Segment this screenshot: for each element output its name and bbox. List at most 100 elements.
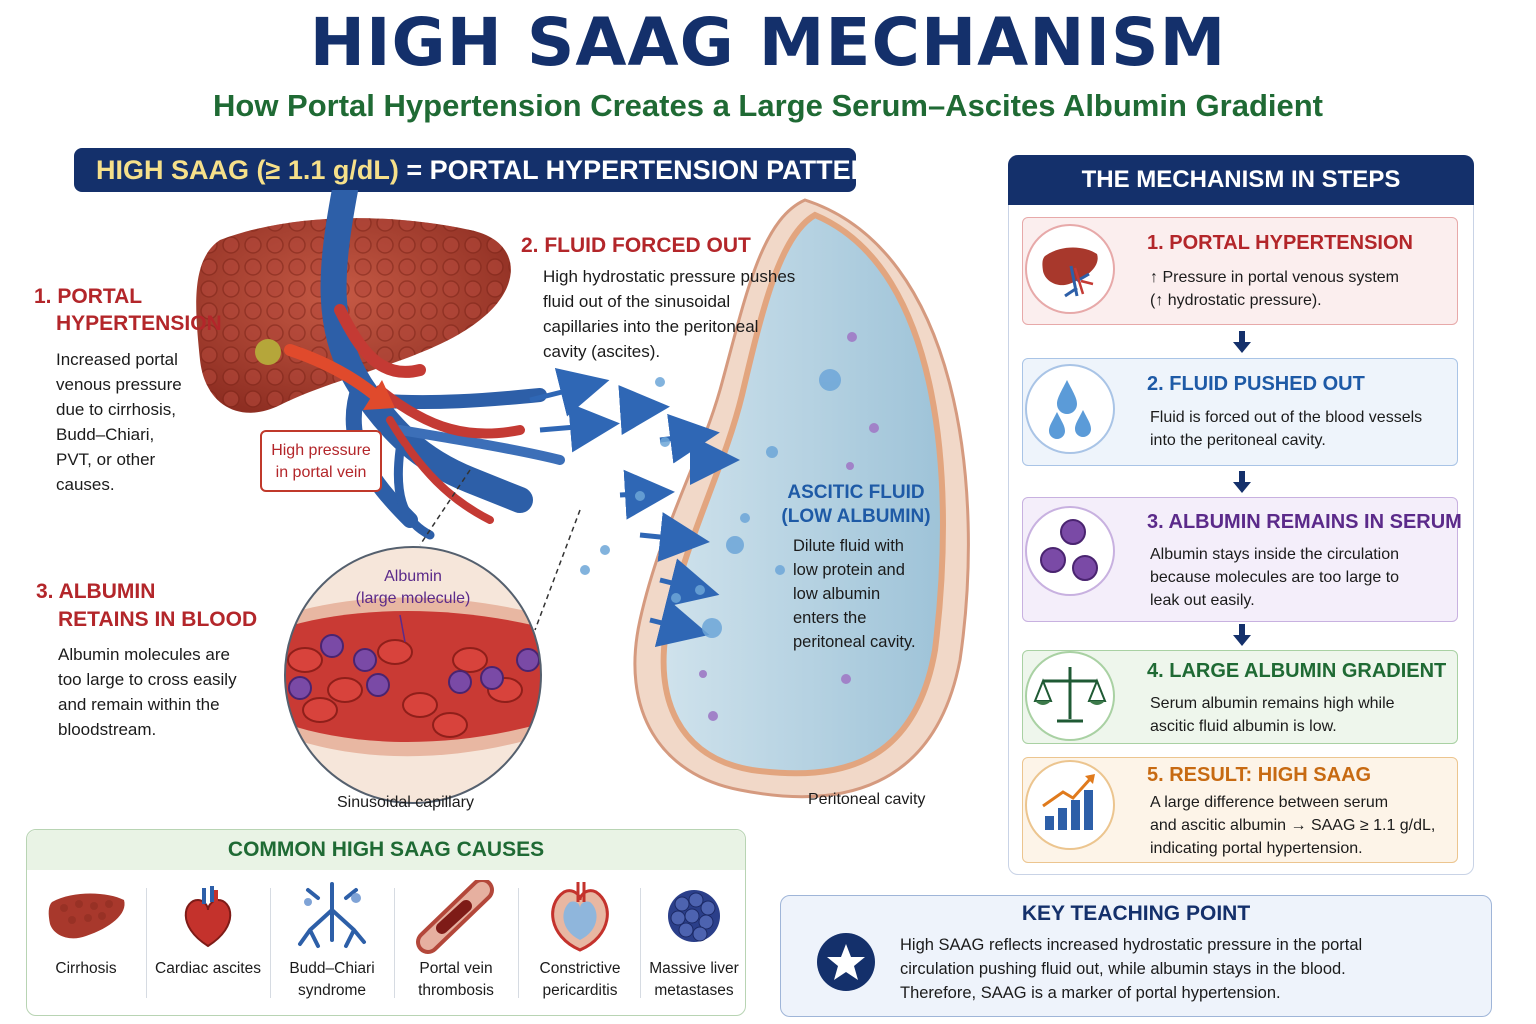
cause-constrictive-pericarditis: Constrictive pericarditis — [518, 880, 642, 1004]
common-causes-header: COMMON HIGH SAAG CAUSES — [27, 830, 745, 870]
fluid-body-line: capillaries into the peritoneal — [543, 317, 759, 336]
step-body-line: Albumin stays inside the circulation — [1150, 546, 1400, 563]
key-body-line: circulation pushing fluid out, while alb… — [900, 960, 1346, 978]
cause-label-line: syndrome — [297, 982, 367, 999]
ascitic-fluid-title: ASCITIC FLUID (LOW ALBUMIN) — [776, 481, 936, 529]
divider — [146, 888, 147, 998]
cause-label: Portal vein thrombosis — [394, 958, 518, 1002]
step-body-line: Serum albumin remains high while — [1150, 695, 1395, 712]
albumin-body-line: bloodstream. — [58, 720, 157, 739]
key-teaching-body: High SAAG reflects increased hydrostatic… — [900, 933, 1460, 1005]
cause-label-line: Portal vein — [419, 960, 493, 977]
key-teaching-panel — [780, 895, 1492, 1017]
fluid-body-line: fluid out of the sinusoidal — [543, 292, 731, 311]
fluid-forced-out-title: 2. FLUID FORCED OUT — [521, 234, 751, 257]
cause-label-line: metastases — [654, 982, 734, 999]
step-title: 1. PORTAL HYPERTENSION — [1147, 232, 1413, 254]
fluid-body-line: cavity (ascites). — [543, 342, 661, 361]
portal-hypertension-title-line2: HYPERTENSION — [56, 312, 222, 335]
high-pressure-callout: High pressure in portal vein — [260, 430, 382, 492]
portal-body-line: PVT, or other — [56, 450, 156, 469]
step-body: ↑ Pressure in portal venous system (↑ hy… — [1150, 266, 1399, 312]
cause-label: Cirrhosis — [24, 958, 148, 980]
ascitic-fluid-body: Dilute fluid with low protein and low al… — [793, 534, 916, 654]
ascitic-title-line: (LOW ALBUMIN) — [781, 506, 931, 527]
ascitic-body-line: low protein and — [793, 561, 905, 579]
step-body-line: ascitic fluid albumin is low. — [1150, 718, 1337, 735]
albumin-retains-title-line2: RETAINS IN BLOOD — [58, 608, 258, 631]
step-body: Albumin stays inside the circulation bec… — [1150, 543, 1399, 612]
step-body-line: leak out easily. — [1150, 592, 1255, 609]
portal-body-line: due to cirrhosis, — [56, 400, 176, 419]
step-body: A large difference between serum and asc… — [1150, 791, 1435, 860]
portal-hypertension-title-line1: 1. PORTAL — [34, 285, 143, 308]
heart-icon — [184, 886, 232, 948]
cirrhotic-liver-icon — [48, 893, 125, 939]
ascitic-title-line: ASCITIC FLUID — [787, 482, 925, 503]
portal-body-line: Budd–Chiari, — [56, 425, 155, 444]
cause-label: Cardiac ascites — [146, 958, 270, 980]
ascitic-body-line: low albumin — [793, 585, 881, 603]
albumin-body-line: and remain within the — [58, 695, 220, 714]
step-body-line: into the peritoneal cavity. — [1150, 432, 1326, 449]
cause-label-line: pericarditis — [542, 982, 618, 999]
fluid-arrows — [529, 368, 740, 647]
step-title: 4. LARGE ALBUMIN GRADIENT — [1147, 660, 1447, 682]
step-body-line: Fluid is forced out of the blood vessels — [1150, 409, 1423, 426]
hepatic-veins-icon — [298, 882, 366, 948]
balance-scale-icon — [1025, 651, 1115, 741]
cause-cardiac-ascites: Cardiac ascites — [146, 880, 270, 1004]
cause-budd-chiari: Budd–Chiari syndrome — [270, 880, 394, 1004]
cause-label-line: thrombosis — [418, 982, 494, 999]
step-body-line: because molecules are too large to — [1150, 569, 1400, 586]
step-title: 3. ALBUMIN REMAINS IN SERUM — [1147, 511, 1462, 533]
fluid-forced-out-body: High hydrostatic pressure pushes fluid o… — [543, 264, 795, 364]
albumin-particles-ascites — [699, 332, 879, 721]
fluid-body-line: High hydrostatic pressure pushes — [543, 267, 796, 286]
portal-hypertension-body: Increased portal venous pressure due to … — [56, 347, 182, 497]
vein-thrombus-icon — [416, 878, 494, 954]
step-body-line: and ascitic albumin → SAAG ≥ 1.1 g/dL, — [1150, 817, 1436, 834]
mechanism-steps-header: THE MECHANISM IN STEPS — [1008, 155, 1474, 205]
key-teaching-title: KEY TEACHING POINT — [1021, 902, 1251, 925]
ascitic-fluid-area — [660, 211, 946, 777]
divider — [640, 888, 641, 998]
saag-banner: HIGH SAAG (≥ 1.1 g/dL) = PORTAL HYPERTEN… — [74, 148, 890, 192]
tumor-mass-icon — [668, 890, 720, 942]
albumin-body-line: Albumin molecules are — [58, 645, 230, 664]
albumin-molecules-icon — [1025, 506, 1115, 596]
arrow-down-icon — [1233, 624, 1251, 646]
ascitic-body-line: enters the — [793, 609, 867, 627]
banner-highlight: HIGH SAAG (≥ 1.1 g/dL) — [96, 155, 399, 185]
bar-chart-up-icon — [1025, 760, 1115, 850]
cause-label: Constrictive pericarditis — [518, 958, 642, 1002]
ascitic-body-line: peritoneal cavity. — [793, 633, 916, 651]
peritoneal-cavity-label: Peritoneal cavity — [808, 791, 926, 808]
key-body-line: High SAAG reflects increased hydrostatic… — [900, 936, 1363, 954]
key-body-line: Therefore, SAAG is a marker of portal hy… — [900, 984, 1281, 1002]
pressure-line: High pressure — [271, 442, 371, 459]
albumin-label-line: Albumin — [384, 568, 442, 585]
cause-label-line: Budd–Chiari — [289, 960, 375, 977]
step-title: 5. RESULT: HIGH SAAG — [1147, 764, 1372, 786]
cause-label-line: Cardiac ascites — [155, 960, 261, 977]
pressure-arrow — [284, 344, 381, 401]
arrow-down-icon — [1233, 331, 1251, 353]
step-body: Serum albumin remains high while ascitic… — [1150, 692, 1395, 738]
step-body-line: (↑ hydrostatic pressure). — [1150, 292, 1322, 309]
cause-label-line: Cirrhosis — [55, 960, 117, 977]
albumin-molecule-label: Albumin (large molecule) — [338, 566, 488, 610]
pressure-line: in portal vein — [275, 464, 367, 481]
divider — [394, 888, 395, 998]
star-badge-icon — [817, 933, 875, 991]
arrow-down-icon — [1233, 471, 1251, 493]
cause-cirrhosis: Cirrhosis — [24, 880, 148, 1004]
cause-label-line: Constrictive — [539, 960, 621, 977]
droplets-icon — [1025, 364, 1115, 454]
page-title: HIGH SAAG MECHANISM — [309, 4, 1227, 81]
divider — [270, 888, 271, 998]
sinusoidal-capillary-label: Sinusoidal capillary — [337, 794, 474, 811]
portal-body-line: venous pressure — [56, 375, 182, 394]
